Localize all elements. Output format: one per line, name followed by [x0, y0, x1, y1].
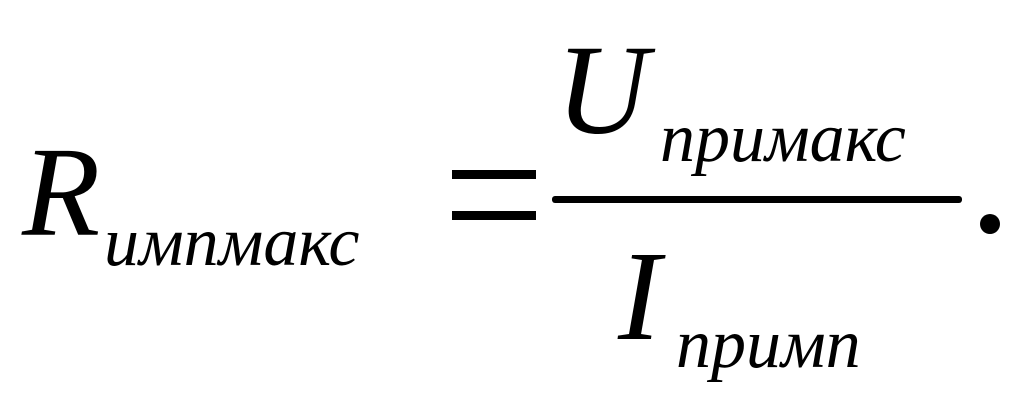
- numerator-subscript: примакс: [660, 100, 906, 177]
- fraction-line: [552, 196, 962, 203]
- equals-bar-top: [452, 170, 536, 179]
- equals-bar-bottom: [452, 211, 536, 220]
- denominator-symbol: I: [618, 225, 661, 367]
- numerator-symbol: U: [556, 19, 649, 161]
- period-dot: [980, 214, 1000, 234]
- denominator-subscript: примп: [676, 306, 861, 383]
- lhs-symbol: R: [22, 121, 101, 263]
- equals-sign: [452, 170, 536, 220]
- lhs-subscript: импмакс: [104, 204, 360, 281]
